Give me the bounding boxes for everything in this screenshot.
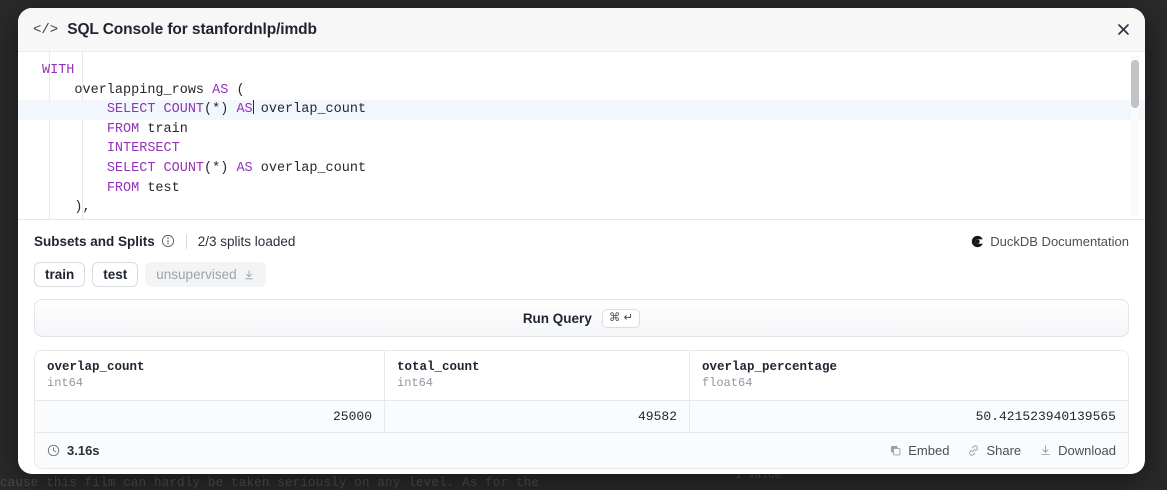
code-line[interactable]: FROM test: [18, 179, 1145, 199]
code-token: overlap_count: [253, 102, 366, 117]
code-token: test: [139, 181, 180, 196]
query-timing-label: 3.16s: [67, 443, 100, 458]
duckdb-logo-icon: [971, 235, 984, 248]
code-line[interactable]: FROM train: [18, 120, 1145, 140]
download-button[interactable]: Download: [1039, 443, 1116, 458]
split-chip-train[interactable]: train: [34, 262, 85, 287]
code-token: train: [139, 122, 188, 137]
sql-editor[interactable]: WITH overlapping_rows AS ( SELECT COUNT(…: [18, 52, 1145, 220]
footer-actions: Embed Share Download: [889, 443, 1116, 458]
code-brackets-icon: </>: [33, 23, 58, 37]
clock-icon: [47, 444, 60, 457]
copy-icon: [889, 444, 902, 457]
column-header[interactable]: total_count int64: [385, 351, 690, 400]
query-timing: 3.16s: [47, 443, 100, 458]
table-cell: 50.421523940139565: [690, 401, 1128, 432]
column-name: overlap_count: [47, 360, 372, 374]
column-header[interactable]: overlap_percentage float64: [690, 351, 1128, 400]
code-token: [42, 181, 107, 196]
download-icon[interactable]: [243, 269, 255, 281]
code-token: [42, 122, 107, 137]
subsets-and-splits-section: Subsets and Splits 2/3 splits loaded: [18, 220, 1145, 287]
share-button[interactable]: Share: [967, 443, 1021, 458]
code-token: (*): [204, 102, 236, 117]
link-icon: [967, 444, 980, 457]
split-chip-test[interactable]: test: [92, 262, 138, 287]
code-line[interactable]: INTERSECT: [18, 139, 1145, 159]
code-token: AS: [236, 161, 252, 176]
code-token: [42, 141, 107, 156]
code-token: (: [228, 83, 244, 98]
table-cell: 49582: [385, 401, 690, 432]
code-token: (*): [204, 161, 236, 176]
background-review-text: cause this film can hardly be taken seri…: [0, 476, 1167, 490]
code-token: [42, 161, 107, 176]
duckdb-documentation-link[interactable]: DuckDB Documentation: [971, 234, 1129, 249]
modal-header: </> SQL Console for stanfordnlp/imdb: [18, 8, 1145, 52]
code-token: INTERSECT: [107, 141, 180, 156]
code-line[interactable]: ),: [18, 198, 1145, 218]
code-token: SELECT COUNT: [107, 102, 204, 117]
split-chip-label: train: [45, 267, 74, 282]
action-label: Download: [1058, 443, 1116, 458]
table-cell: 25000: [35, 401, 385, 432]
subsets-splits-title: Subsets and Splits: [34, 234, 155, 249]
split-chip-label: unsupervised: [156, 267, 236, 282]
code-token: ),: [42, 200, 91, 215]
code-token: FROM: [107, 181, 139, 196]
code-token: AS: [212, 83, 228, 98]
divider: [186, 234, 187, 249]
info-circle-icon[interactable]: [161, 234, 175, 248]
column-header[interactable]: overlap_count int64: [35, 351, 385, 400]
split-chip-unsupervised[interactable]: unsupervised: [145, 262, 265, 287]
split-chips: train test unsupervised: [34, 262, 1129, 287]
column-type: float64: [702, 376, 1116, 390]
page-title: SQL Console for stanfordnlp/imdb: [67, 21, 317, 39]
code-token: SELECT COUNT: [107, 161, 204, 176]
column-type: int64: [47, 376, 372, 390]
run-query-shortcut: ⌘ ↵: [602, 309, 640, 328]
action-label: Embed: [908, 443, 949, 458]
column-name: total_count: [397, 360, 677, 374]
code-token: AS: [236, 102, 252, 117]
run-query-button[interactable]: Run Query ⌘ ↵: [34, 299, 1129, 337]
download-icon: [1039, 444, 1052, 457]
results-footer: 3.16s Embed Share Download: [35, 433, 1128, 468]
close-icon: [1116, 22, 1131, 37]
code-line[interactable]: overlapping_rows AS (: [18, 81, 1145, 101]
code-token: FROM: [107, 122, 139, 137]
code-line[interactable]: SELECT COUNT(*) AS overlap_count: [18, 100, 1145, 120]
code-line[interactable]: WITH: [18, 61, 1145, 81]
code-token: overlap_count: [253, 161, 366, 176]
code-token: WITH: [42, 63, 74, 78]
code-line[interactable]: SELECT COUNT(*) AS overlap_count: [18, 159, 1145, 179]
duckdb-documentation-label: DuckDB Documentation: [990, 234, 1129, 249]
column-name: overlap_percentage: [702, 360, 1116, 374]
splits-loaded-count: 2/3 splits loaded: [198, 234, 296, 249]
run-query-label: Run Query: [523, 311, 592, 326]
close-button[interactable]: [1109, 16, 1137, 44]
code-token: [42, 102, 107, 117]
editor-scrollbar-thumb[interactable]: [1131, 60, 1139, 108]
action-label: Share: [986, 443, 1021, 458]
embed-button[interactable]: Embed: [889, 443, 949, 458]
split-chip-label: test: [103, 267, 127, 282]
code-token: overlapping_rows: [42, 83, 212, 98]
sql-console-modal: </> SQL Console for stanfordnlp/imdb WIT…: [18, 8, 1145, 474]
column-type: int64: [397, 376, 677, 390]
sql-code[interactable]: WITH overlapping_rows AS ( SELECT COUNT(…: [18, 61, 1145, 218]
